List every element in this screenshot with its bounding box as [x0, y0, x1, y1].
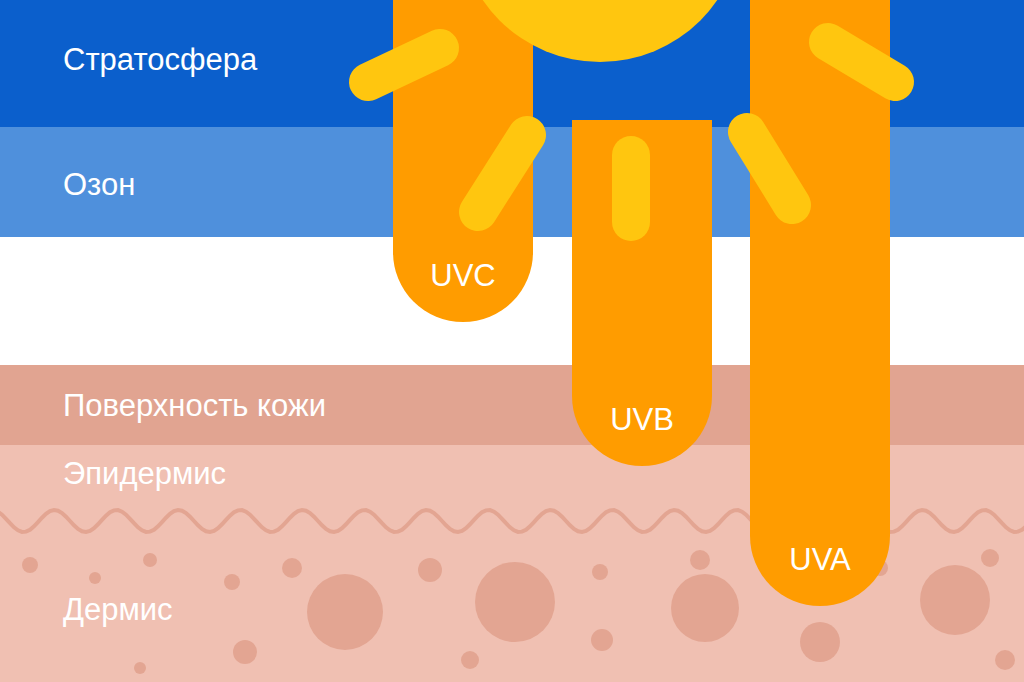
uv-ray-bar: UVB [572, 120, 712, 466]
ray-body [393, 0, 533, 322]
ray-shape [750, 0, 890, 606]
layer-label: Эпидермис [63, 456, 226, 492]
uv-ray-bar: UVA [750, 0, 890, 606]
uv-ray-bar: UVC [393, 0, 533, 322]
layer-label: Стратосфера [63, 42, 257, 78]
layer-label: Дермис [63, 592, 173, 628]
ray-label: UVB [572, 402, 712, 438]
ray-label: UVA [750, 542, 890, 578]
layer-label: Озон [63, 167, 135, 203]
ray-body [750, 0, 890, 606]
ray-body [572, 120, 712, 466]
ray-label: UVC [393, 258, 533, 294]
layer-label: Поверхность кожи [63, 388, 326, 424]
